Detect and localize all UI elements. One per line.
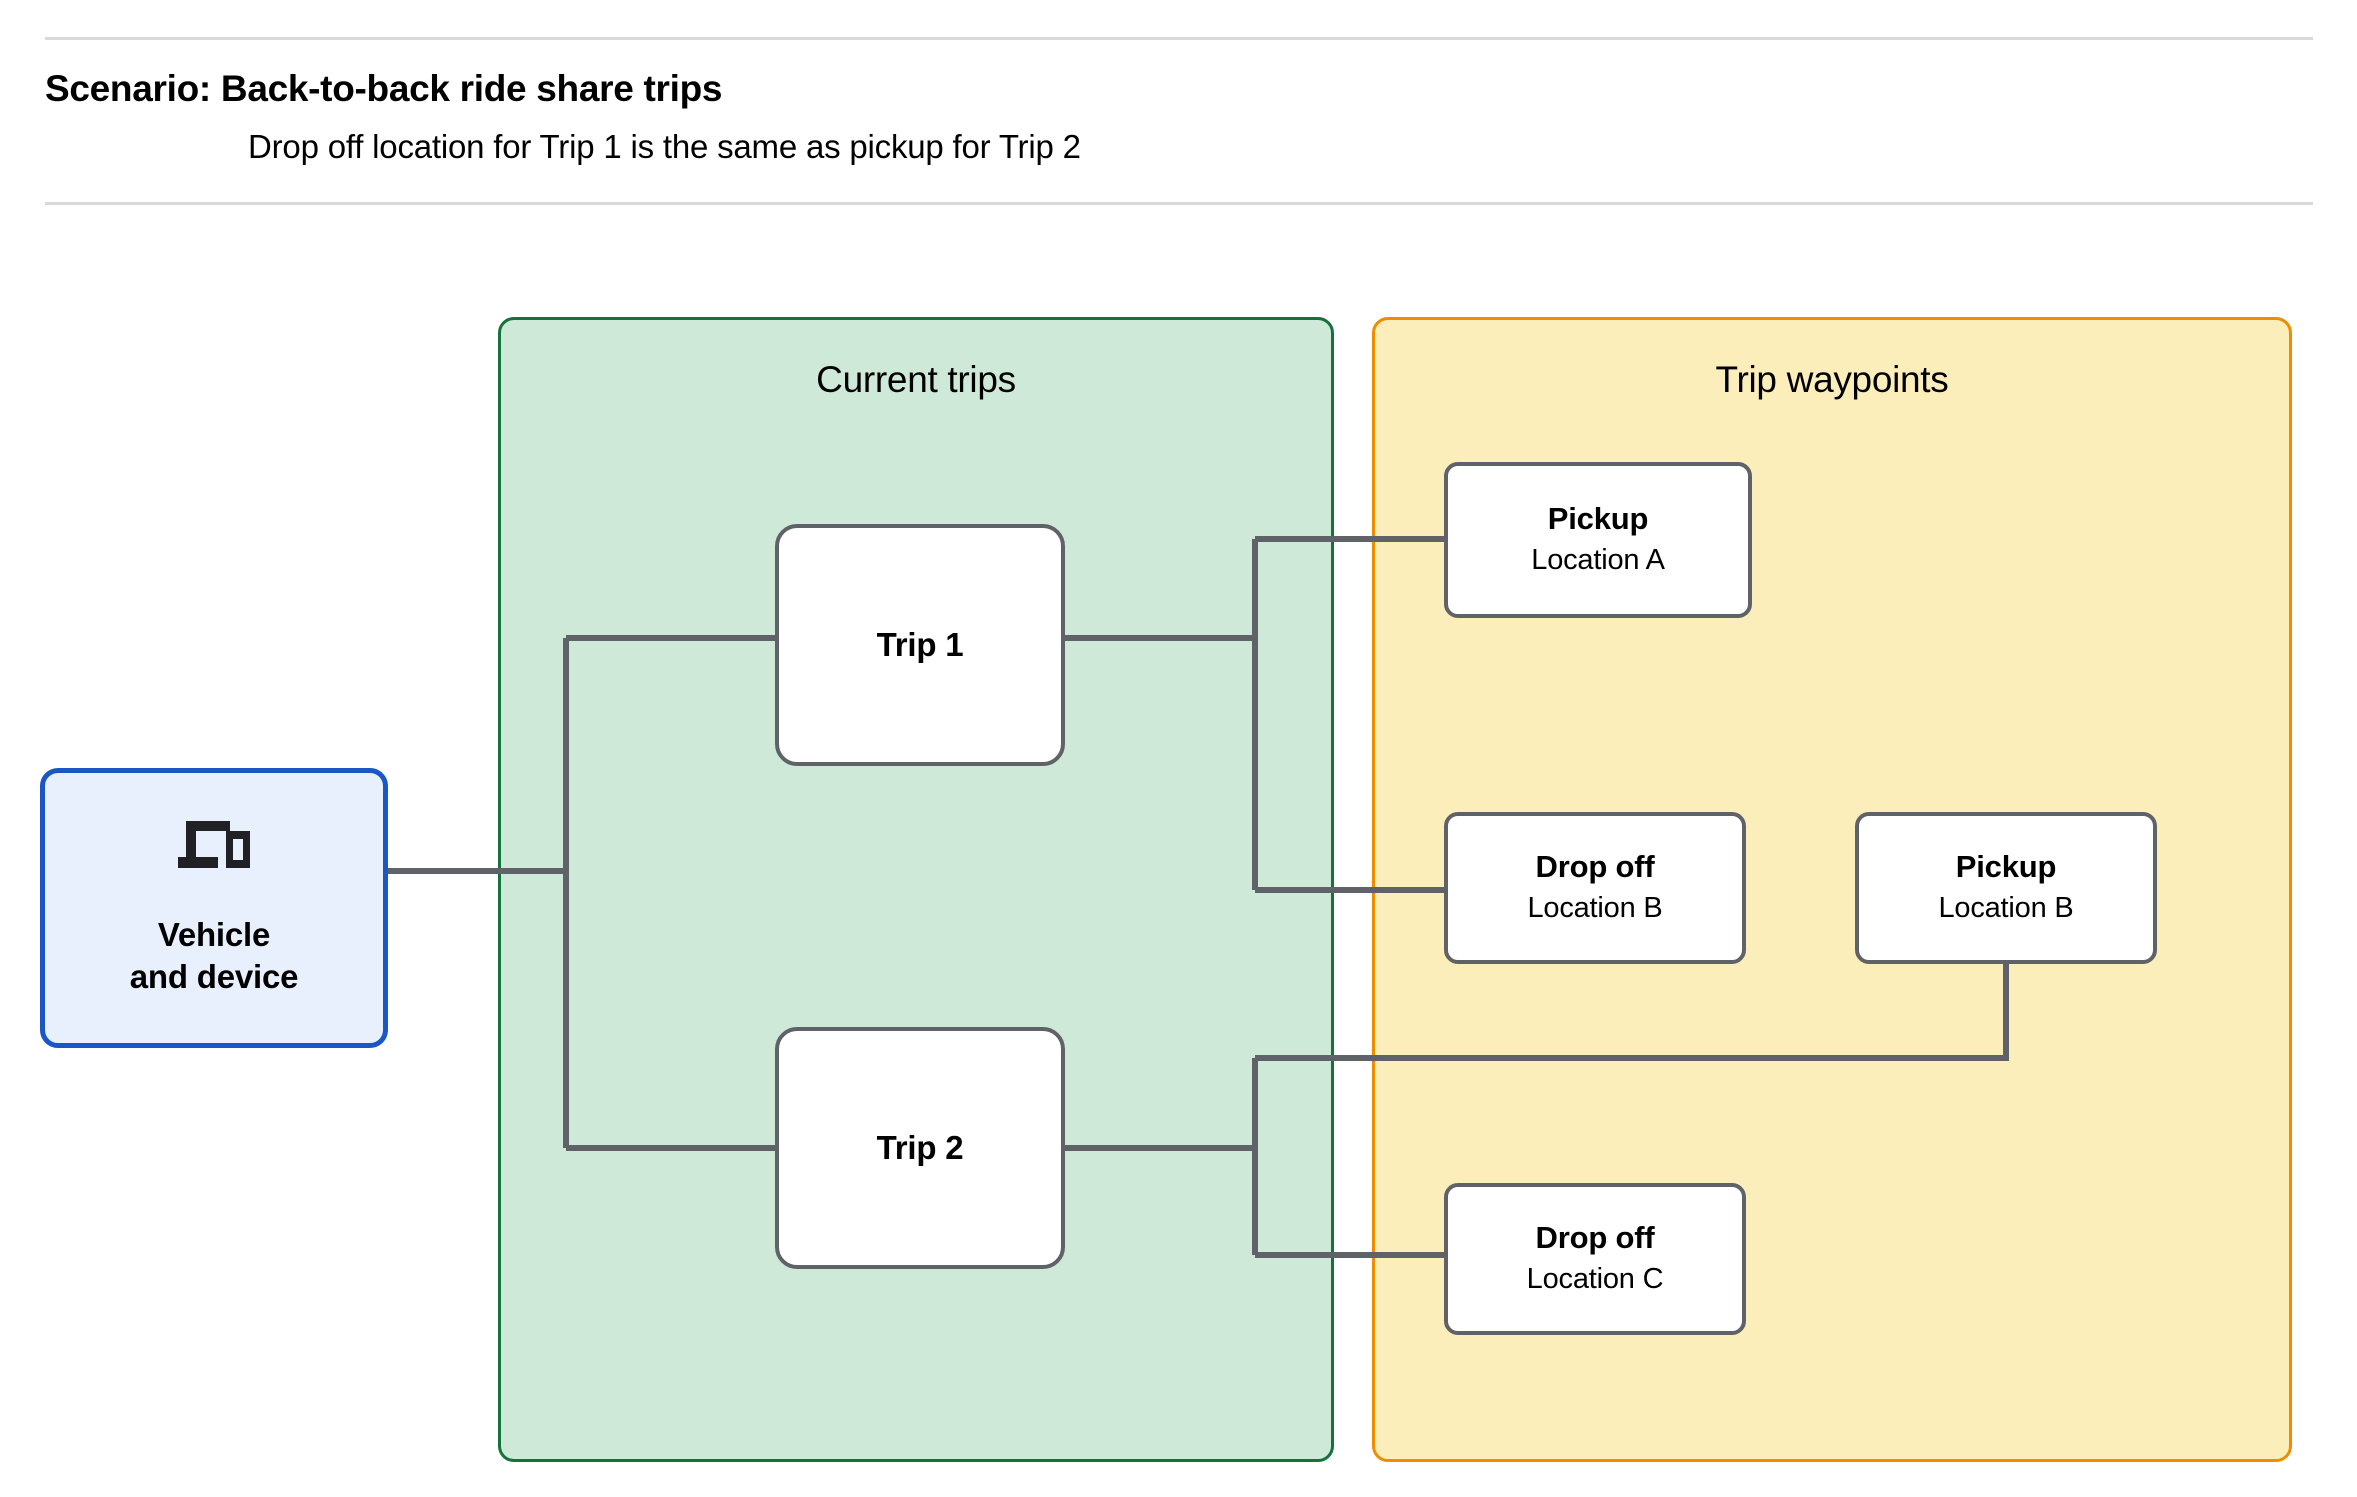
panel-current-trips-title: Current trips (816, 359, 1016, 400)
header-divider-bottom (45, 202, 2313, 205)
node-trip-1[interactable]: Trip 1 (775, 524, 1065, 766)
node-dropoff-location-c[interactable]: Drop off Location C (1444, 1183, 1746, 1335)
node-dropoff-b-title: Drop off (1535, 849, 1655, 885)
node-dropoff-location-b[interactable]: Drop off Location B (1444, 812, 1746, 964)
node-pickup-a-location: Location A (1531, 544, 1665, 577)
node-vehicle-label-line1: Vehicle (157, 916, 271, 953)
node-pickup-a-title: Pickup (1547, 501, 1649, 537)
node-pickup-b-location: Location B (1938, 892, 2074, 925)
node-pickup-location-a[interactable]: Pickup Location A (1444, 462, 1752, 618)
header-divider-top (45, 37, 2313, 40)
node-trip-2[interactable]: Trip 2 (775, 1027, 1065, 1269)
node-trip-1-label: Trip 1 (876, 625, 964, 663)
node-dropoff-c-title: Drop off (1535, 1220, 1655, 1256)
page-title: Scenario: Back-to-back ride share trips (45, 68, 723, 109)
node-vehicle-label-line2: and device (129, 958, 299, 996)
devices-icon (176, 817, 252, 878)
panel-trip-waypoints-title: Trip waypoints (1715, 359, 1949, 400)
node-vehicle-and-device[interactable]: Vehicle and device (40, 768, 388, 1048)
page-subtitle: Drop off location for Trip 1 is the same… (248, 128, 1081, 165)
panel-current-trips: Current trips (498, 317, 1334, 1462)
node-dropoff-b-location: Location B (1527, 892, 1663, 925)
node-pickup-location-b[interactable]: Pickup Location B (1855, 812, 2157, 964)
node-pickup-b-title: Pickup (1955, 849, 2057, 885)
node-trip-2-label: Trip 2 (876, 1128, 964, 1166)
node-dropoff-c-location: Location C (1526, 1263, 1664, 1296)
